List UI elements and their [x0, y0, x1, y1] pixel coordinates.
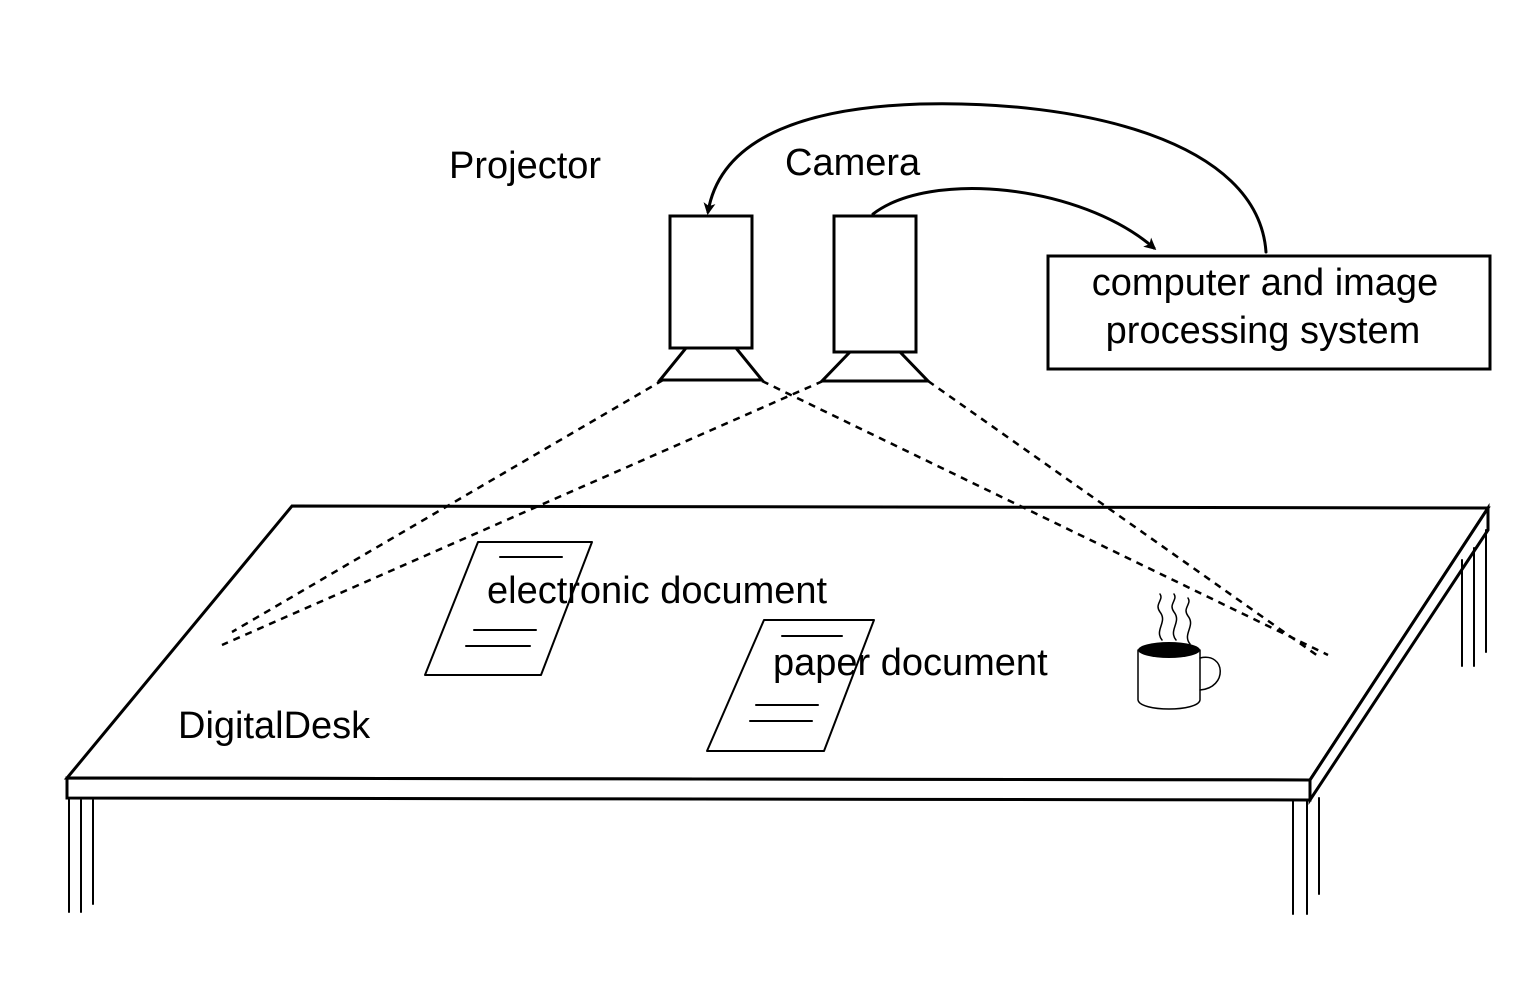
computer-label-line2: processing system [1106, 310, 1421, 352]
electronic-document-label: electronic document [487, 570, 828, 612]
camera-label: Camera [785, 142, 921, 184]
paper-document [706, 619, 875, 752]
desk-legs [68, 529, 1487, 915]
camera-icon [818, 214, 932, 383]
computer-to-projector-arrow [703, 102, 1268, 254]
computer-label-line1: computer and image [1092, 262, 1438, 304]
paper-document-label: paper document [773, 642, 1048, 684]
desk-table [63, 502, 1491, 915]
computer-box: computer and image processing system [1046, 254, 1492, 371]
electronic-document [424, 541, 593, 676]
desk-label: DigitalDesk [178, 705, 371, 747]
coffee-mug-icon [1137, 593, 1221, 710]
camera-to-computer-arrow [871, 187, 1157, 250]
projector-label: Projector [449, 145, 601, 187]
desk-front-edge [65, 776, 1312, 802]
projection-lines [221, 378, 1329, 658]
desk-side-edge [1308, 502, 1490, 806]
projector-icon [656, 214, 766, 382]
